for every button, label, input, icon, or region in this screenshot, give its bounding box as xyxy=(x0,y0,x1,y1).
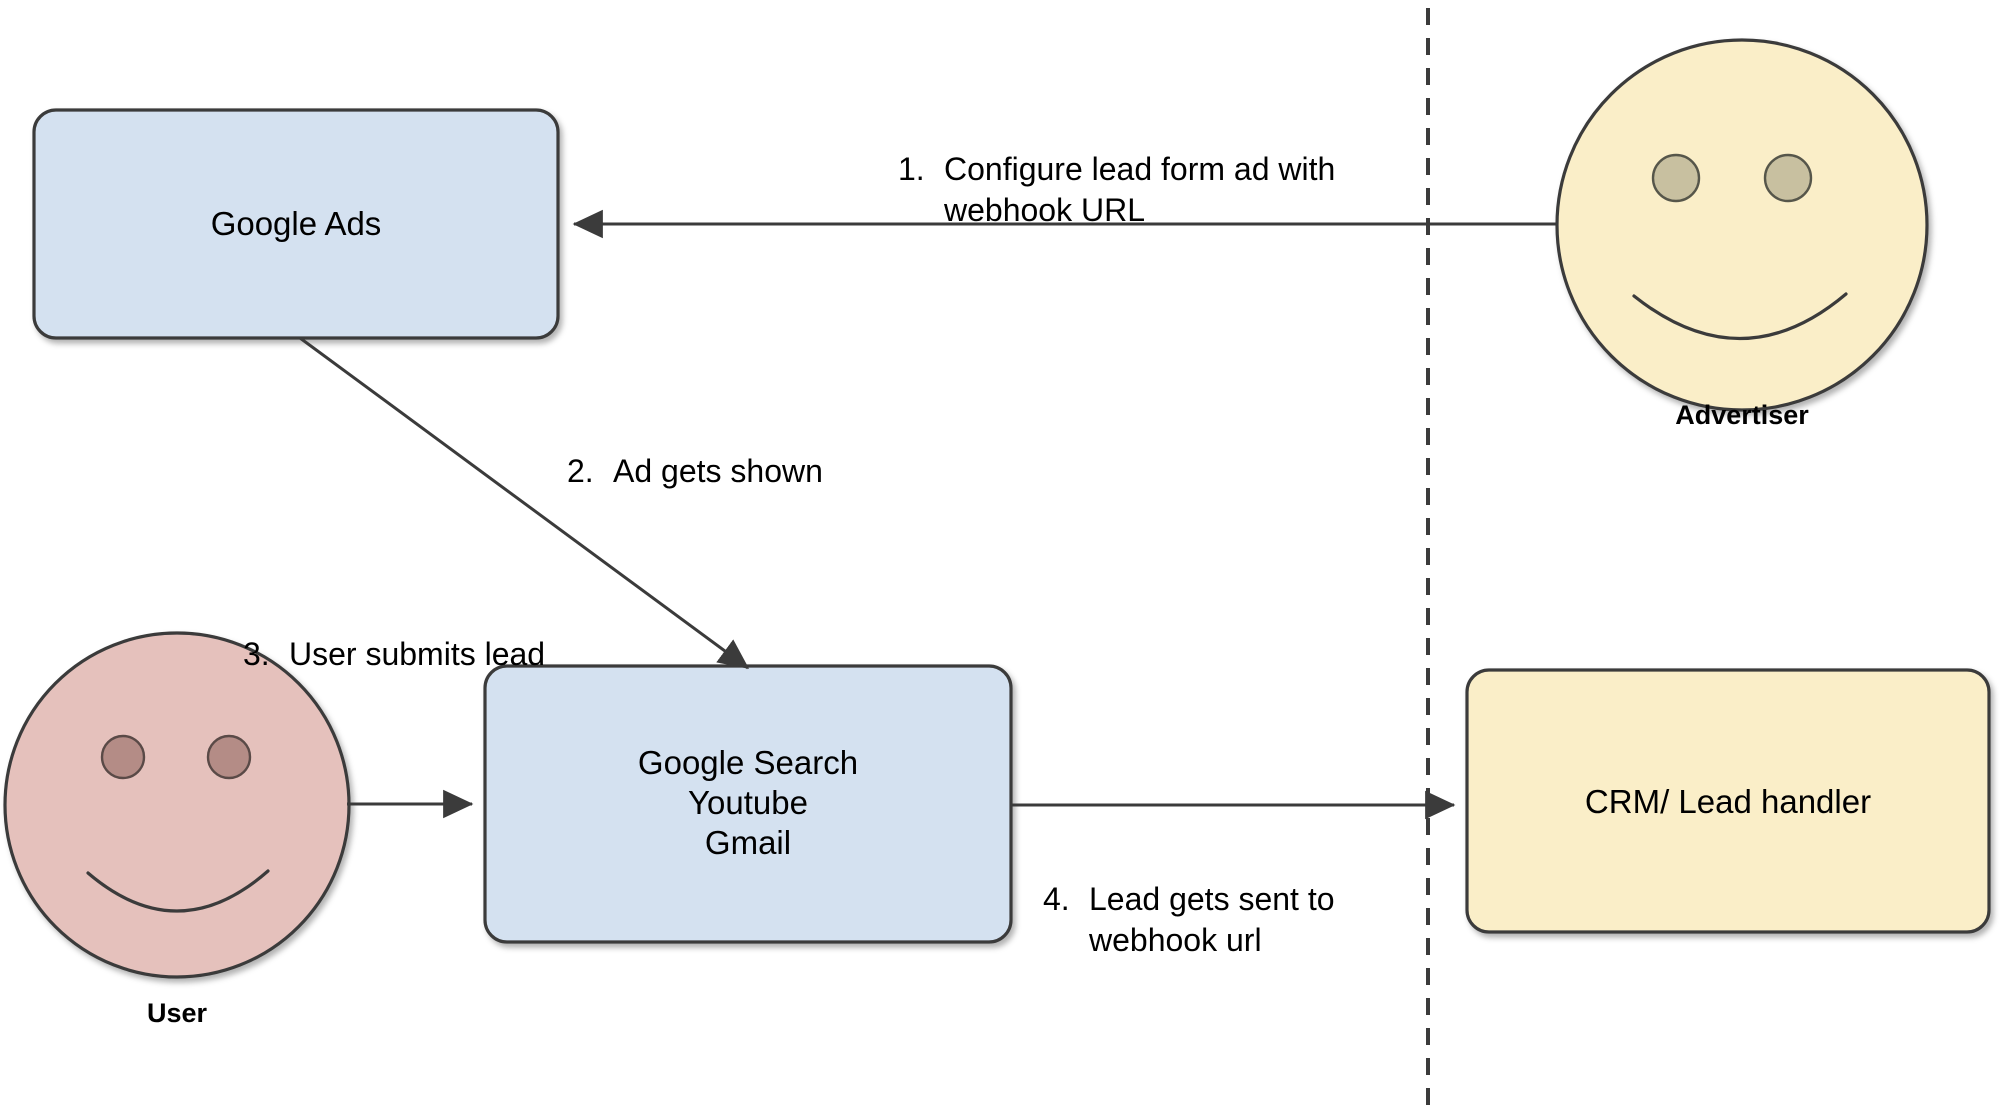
step-2-label: 2. Ad gets shown xyxy=(567,410,987,492)
advertiser-caption: Advertiser xyxy=(1675,400,1809,430)
advertiser-left-eye-icon xyxy=(1651,153,1701,203)
user-smile-icon xyxy=(86,869,270,913)
user-face-icon[interactable] xyxy=(3,631,351,979)
step-4-text: Lead gets sent to webhook url xyxy=(1089,881,1335,958)
google-ads-box-shape[interactable] xyxy=(32,108,560,340)
step-4-number: 4. xyxy=(1043,881,1070,917)
step-3-text: User submits lead xyxy=(289,636,546,672)
user-left-eye-icon xyxy=(100,734,146,780)
step-3-number: 3. xyxy=(243,636,270,672)
user-right-eye-icon xyxy=(206,734,252,780)
step-1-number: 1. xyxy=(898,151,925,187)
step-2-number: 2. xyxy=(567,453,594,489)
advertiser-face-icon[interactable] xyxy=(1555,38,1929,412)
user-caption: User xyxy=(146,998,208,1028)
step-4-label: 4. Lead gets sent to webhook url xyxy=(1043,838,1423,961)
step-1-label: 1. Configure lead form ad with webhook UR… xyxy=(898,108,1418,231)
advertiser-right-eye-icon xyxy=(1763,153,1813,203)
google-properties-box-shape[interactable] xyxy=(483,664,1013,944)
step-3-label: 3. User submits lead xyxy=(243,593,663,675)
crm-lead-handler-box-shape[interactable] xyxy=(1465,668,1991,934)
step-2-text: Ad gets shown xyxy=(613,453,823,489)
edge-google-ads-to-google-properties xyxy=(299,336,750,670)
advertiser-smile-icon xyxy=(1632,292,1848,341)
step-1-text: Configure lead form ad with webhook URL xyxy=(944,151,1336,228)
